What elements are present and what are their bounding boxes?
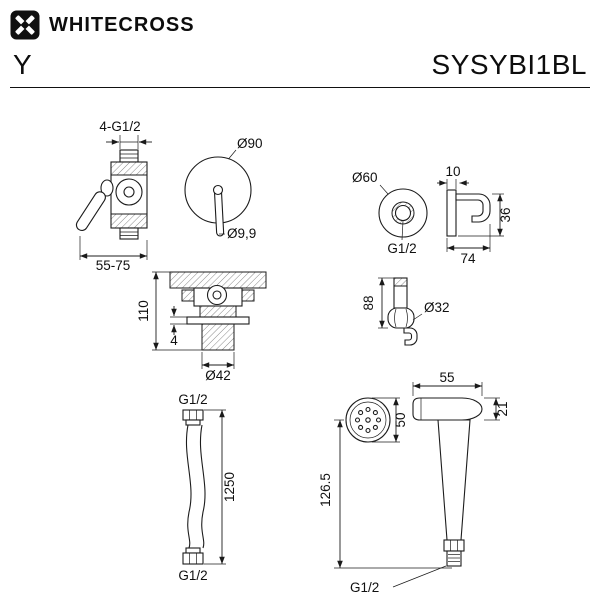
dim-valve-height: 110 — [136, 300, 151, 322]
dim-sprayer-body-length: 126.5 — [318, 473, 333, 507]
dim-valve-plate: 4 — [170, 333, 178, 348]
mixer-valve-view: 4-G1/2 55-75 — [75, 119, 152, 273]
dim-sprayer-thread: G1/2 — [350, 580, 379, 595]
title-row: Y SYSYBI1BL — [10, 49, 590, 87]
wall-outlet-view: 88 Ø32 — [361, 277, 450, 346]
dim-holder-hook-height: 36 — [498, 207, 513, 222]
header: WHITECROSS Y SYSYBI1BL — [10, 0, 590, 88]
dim-sprayer-head-length: 55 — [439, 370, 454, 385]
dim-trim-pin: Ø9,9 — [227, 226, 256, 241]
hand-sprayer-view: 55 21 50 126.5 G1/2 — [318, 370, 510, 595]
dim-holder-depth: 74 — [460, 251, 476, 266]
trim-plate-view: Ø90 Ø9,9 — [184, 136, 263, 241]
dim-mixer-depth: 55-75 — [96, 258, 131, 273]
dim-sprayer-head-height: 21 — [495, 401, 510, 416]
dim-holder-thread: G1/2 — [387, 241, 416, 256]
shower-hose-view: G1/2 G1/2 1250 — [178, 392, 237, 583]
dim-holder-plate-width: 10 — [445, 164, 460, 179]
wall-holder-side-view: 10 36 74 — [437, 164, 513, 266]
dim-hose-thread-top: G1/2 — [178, 392, 207, 407]
dim-mixer-thread: 4-G1/2 — [99, 119, 140, 134]
series-code: Y — [13, 49, 33, 80]
brand-row: WHITECROSS — [10, 10, 590, 40]
dim-outlet-flange: Ø32 — [424, 300, 450, 315]
technical-drawing: 4-G1/2 55-75 — [75, 119, 513, 595]
dim-outlet-height: 88 — [361, 295, 376, 310]
brand-name: WHITECROSS — [49, 13, 195, 36]
dim-valve-body: Ø42 — [205, 368, 231, 383]
wall-holder-front-view: Ø60 G1/2 — [352, 170, 428, 256]
dim-sprayer-face: 50 — [393, 412, 408, 427]
dim-holder-flange: Ø60 — [352, 170, 378, 185]
dim-hose-thread-bottom: G1/2 — [178, 568, 207, 583]
whitecross-logo-icon — [10, 10, 40, 40]
model-code: SYSYBI1BL — [431, 49, 587, 80]
valve-rough-in-view: 110 4 Ø42 — [136, 271, 267, 383]
dim-hose-length: 1250 — [222, 472, 237, 502]
dim-trim-plate: Ø90 — [237, 136, 263, 151]
